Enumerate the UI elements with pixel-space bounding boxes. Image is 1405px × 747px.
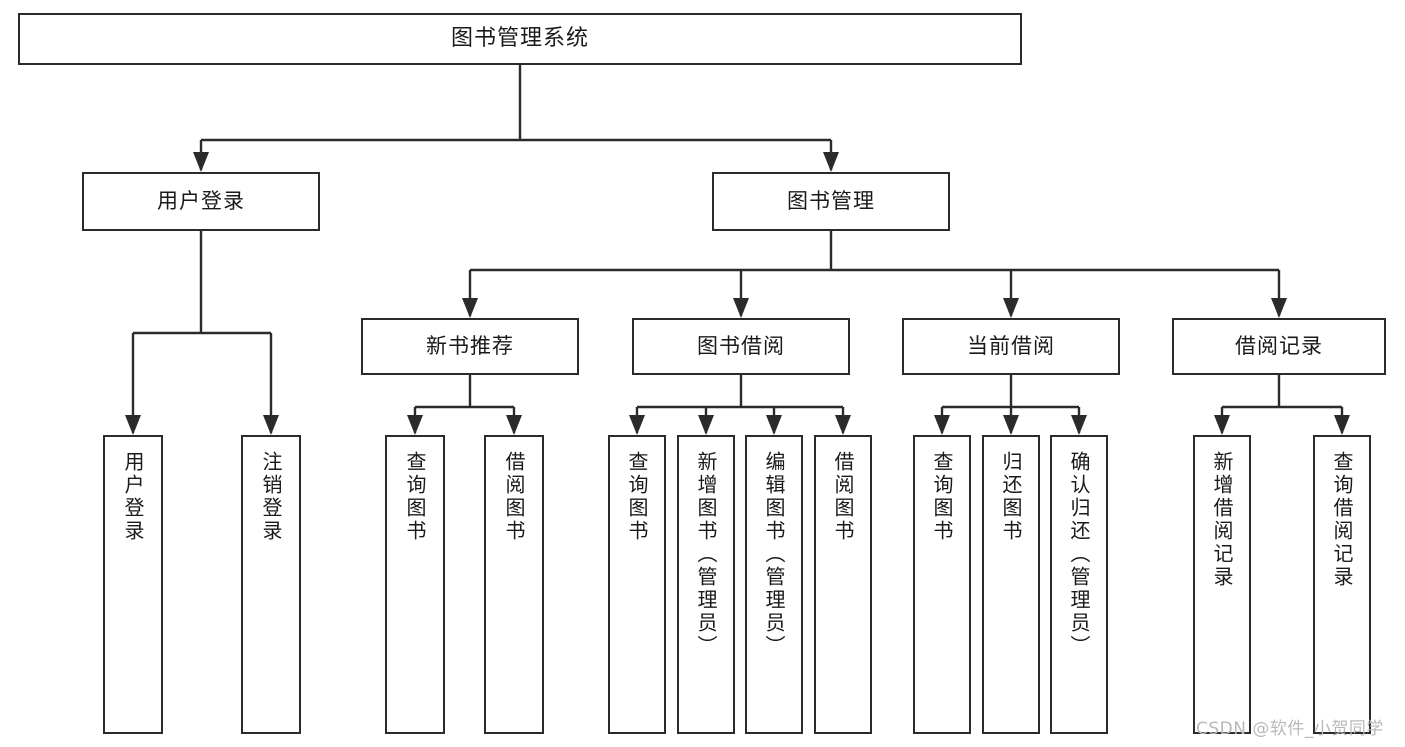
node-label: 图书借阅 xyxy=(697,334,785,359)
arrowhead-current-to-l-return xyxy=(1003,415,1019,435)
node-label: 借阅记录 xyxy=(1235,334,1323,359)
node-l-query3[interactable]: 查询图书 xyxy=(913,435,971,734)
arrowhead-newbook-to-l-borrow1 xyxy=(506,415,522,435)
arrowhead-bookmgmt-to-borrow xyxy=(733,298,749,318)
arrowhead-bookmgmt-to-records xyxy=(1271,298,1287,318)
arrowhead-login-to-l-logout xyxy=(263,415,279,435)
arrowhead-borrow-to-l-edit xyxy=(766,415,782,435)
node-l-addrec[interactable]: 新增借阅记录 xyxy=(1193,435,1251,734)
node-label: 查询图书 xyxy=(930,451,954,543)
arrowhead-bookmgmt-to-newbook xyxy=(462,298,478,318)
node-records[interactable]: 借阅记录 xyxy=(1172,318,1386,375)
node-label: 归还图书 xyxy=(999,451,1023,543)
node-label: 新增借阅记录 xyxy=(1210,451,1234,589)
node-l-queryrec[interactable]: 查询借阅记录 xyxy=(1313,435,1371,734)
node-l-confirm[interactable]: 确认归还（管理员） xyxy=(1050,435,1108,734)
node-current[interactable]: 当前借阅 xyxy=(902,318,1120,375)
arrowhead-current-to-l-query3 xyxy=(934,415,950,435)
node-l-logout[interactable]: 注销登录 xyxy=(241,435,301,734)
node-l-login[interactable]: 用户登录 xyxy=(103,435,163,734)
csdn-watermark: CSDN @软件_小贺同学 xyxy=(1196,719,1384,739)
arrowhead-root-to-bookmgmt xyxy=(823,152,839,172)
node-label: 查询图书 xyxy=(403,451,427,543)
arrowhead-current-to-l-confirm xyxy=(1071,415,1087,435)
node-newbook[interactable]: 新书推荐 xyxy=(361,318,579,375)
node-label: 图书管理系统 xyxy=(450,26,589,52)
node-l-borrow2[interactable]: 借阅图书 xyxy=(814,435,872,734)
node-label: 图书管理 xyxy=(787,189,875,214)
node-label: 确认归还（管理员） xyxy=(1067,451,1091,658)
node-label: 借阅图书 xyxy=(831,451,855,543)
node-label: 查询借阅记录 xyxy=(1330,451,1354,589)
arrowhead-borrow-to-l-add xyxy=(698,415,714,435)
node-label: 用户登录 xyxy=(121,451,145,543)
arrowhead-root-to-login xyxy=(193,152,209,172)
node-label: 借阅图书 xyxy=(502,451,526,543)
arrowhead-records-to-l-queryrec xyxy=(1334,415,1350,435)
node-borrow[interactable]: 图书借阅 xyxy=(632,318,850,375)
node-label: 当前借阅 xyxy=(967,334,1055,359)
arrowhead-bookmgmt-to-current xyxy=(1003,298,1019,318)
arrowhead-login-to-l-login xyxy=(125,415,141,435)
node-l-query2[interactable]: 查询图书 xyxy=(608,435,666,734)
node-l-edit[interactable]: 编辑图书（管理员） xyxy=(745,435,803,734)
node-label: 查询图书 xyxy=(625,451,649,543)
node-label: 新增图书（管理员） xyxy=(694,451,718,658)
node-bookmgmt[interactable]: 图书管理 xyxy=(712,172,950,231)
node-label: 新书推荐 xyxy=(426,334,514,359)
node-root[interactable]: 图书管理系统 xyxy=(18,13,1022,65)
node-label: 注销登录 xyxy=(259,451,283,543)
node-label: 用户登录 xyxy=(157,189,245,214)
node-l-return[interactable]: 归还图书 xyxy=(982,435,1040,734)
arrowhead-records-to-l-addrec xyxy=(1214,415,1230,435)
node-l-query1[interactable]: 查询图书 xyxy=(385,435,445,734)
node-l-add[interactable]: 新增图书（管理员） xyxy=(677,435,735,734)
arrowhead-newbook-to-l-query1 xyxy=(407,415,423,435)
node-label: 编辑图书（管理员） xyxy=(762,451,786,658)
node-l-borrow1[interactable]: 借阅图书 xyxy=(484,435,544,734)
arrowhead-borrow-to-l-borrow2 xyxy=(835,415,851,435)
node-login[interactable]: 用户登录 xyxy=(82,172,320,231)
arrowhead-borrow-to-l-query2 xyxy=(629,415,645,435)
